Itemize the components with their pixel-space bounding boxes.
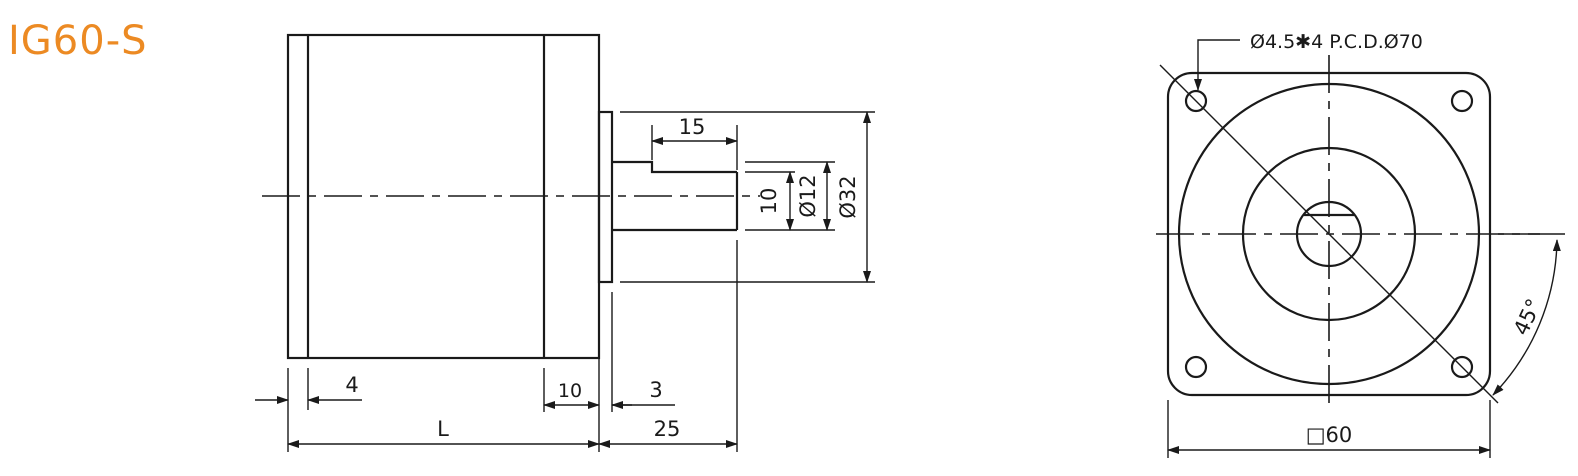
side-view: 4 L 10 3 25 15 10 Ø12 Ø32 (255, 33, 875, 452)
dim-label-boss-dia: Ø32 (836, 175, 860, 218)
dim-label-3: 3 (649, 378, 662, 402)
dim-label-L: L (437, 417, 449, 441)
mount-hole-tl (1184, 89, 1208, 113)
dim-label-10: 10 (558, 380, 582, 402)
mount-hole-bl (1184, 355, 1208, 379)
dim-label-25: 25 (654, 417, 681, 441)
boss-outline (597, 110, 614, 284)
shaft-top-keyway (612, 160, 737, 174)
mount-hole-tr (1450, 89, 1474, 113)
dim-label-angle: 45° (1509, 295, 1546, 339)
mount-hole-br (1450, 355, 1474, 379)
angle-arc (1492, 239, 1561, 396)
model-title: IG60-S (8, 18, 148, 64)
hole-note: Ø4.5✱4 P.C.D.Ø70 (1250, 31, 1423, 53)
dim-label-key-10: 10 (757, 188, 781, 215)
dim-label-square: □60 (1306, 423, 1353, 447)
dim-label-4: 4 (345, 373, 358, 397)
dim-label-15: 15 (679, 115, 706, 139)
dim-label-shaft-dia: Ø12 (796, 174, 820, 217)
diagonal-center-line (1159, 64, 1499, 404)
front-view: Ø4.5✱4 P.C.D.Ø70 □60 45° (1156, 31, 1565, 458)
